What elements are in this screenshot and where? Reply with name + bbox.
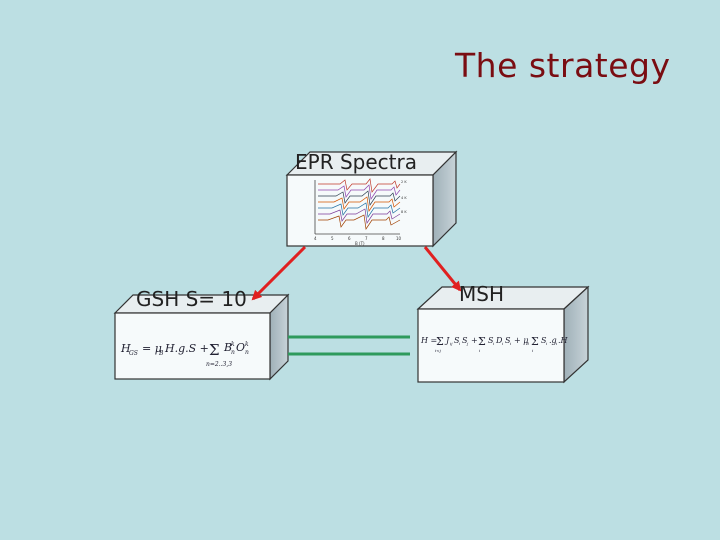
svg-text:i: i	[532, 348, 534, 353]
svg-text:H: H	[120, 342, 131, 355]
msh-formula: H = Σ i<j J ij S i S j + Σ i S i D i S i…	[420, 335, 569, 353]
svg-text:Σ: Σ	[436, 335, 444, 348]
svg-text:i: i	[493, 341, 495, 346]
svg-text:+ μ: + μ	[514, 336, 528, 345]
epr-spectra-plot: 4 5 6 7 8 10 B (T) 2 K 4 K 8 K	[314, 178, 407, 246]
svg-text:8: 8	[382, 236, 385, 241]
epr-box-label: EPR Spectra	[295, 150, 417, 174]
svg-text:S: S	[541, 336, 547, 345]
svg-text:B (T): B (T)	[355, 241, 365, 246]
msh-box-label: MSH	[459, 282, 504, 306]
svg-text:n=2..3,3: n=2..3,3	[206, 361, 232, 368]
svg-text:B: B	[158, 350, 164, 357]
svg-text:7: 7	[365, 236, 368, 241]
svg-text:6: 6	[348, 236, 351, 241]
svg-text:B: B	[525, 341, 529, 346]
svg-text:= μ: = μ	[142, 342, 162, 355]
svg-text:4 K: 4 K	[401, 196, 407, 200]
svg-text:i: i	[459, 341, 461, 346]
svg-text:i: i	[556, 341, 558, 346]
svg-text:GS: GS	[129, 350, 138, 357]
red-arrow-to-gsh	[251, 245, 307, 301]
slide-title: The strategy	[455, 46, 671, 85]
svg-text:S: S	[488, 336, 494, 345]
gsh-box	[113, 293, 290, 381]
svg-text:H.g.S +: H.g.S +	[164, 342, 209, 355]
svg-text:n: n	[231, 349, 235, 356]
svg-text:5: 5	[331, 236, 334, 241]
svg-text:Σ: Σ	[209, 341, 220, 359]
svg-text:j: j	[466, 341, 469, 346]
svg-text:n: n	[245, 349, 249, 356]
svg-text:B: B	[223, 341, 232, 354]
epr-box	[285, 150, 458, 248]
svg-text:.g: .g	[549, 336, 557, 345]
red-arrow-to-msh	[423, 246, 462, 292]
svg-text:i: i	[546, 341, 548, 346]
svg-text:H =: H =	[420, 336, 437, 345]
svg-text:i: i	[510, 341, 512, 346]
svg-text:S: S	[454, 336, 460, 345]
msh-box	[416, 285, 590, 384]
svg-text:2 K: 2 K	[401, 180, 407, 184]
gsh-box-label: GSH S= 10	[136, 287, 247, 311]
svg-text:8 K: 8 K	[401, 210, 407, 214]
svg-text:D: D	[495, 336, 503, 345]
svg-text:S: S	[462, 336, 468, 345]
gsh-formula: H GS = μ B H.g.S + Σ B k n O k n n=2..3,…	[120, 341, 249, 368]
svg-text:O: O	[236, 341, 245, 354]
svg-text:J: J	[444, 336, 450, 345]
svg-text:S: S	[505, 336, 511, 345]
svg-text:Σ: Σ	[478, 335, 486, 348]
svg-text:k: k	[245, 341, 249, 348]
svg-text:i<j: i<j	[435, 348, 442, 353]
svg-text:+: +	[471, 336, 478, 345]
svg-text:ij: ij	[450, 341, 453, 346]
svg-text:i: i	[479, 348, 481, 353]
svg-text:4: 4	[314, 236, 317, 241]
svg-text:Σ: Σ	[531, 335, 539, 348]
svg-text:i: i	[502, 341, 504, 346]
svg-text:k: k	[231, 341, 235, 348]
svg-text:10: 10	[396, 236, 402, 241]
svg-text:.H: .H	[558, 336, 569, 345]
